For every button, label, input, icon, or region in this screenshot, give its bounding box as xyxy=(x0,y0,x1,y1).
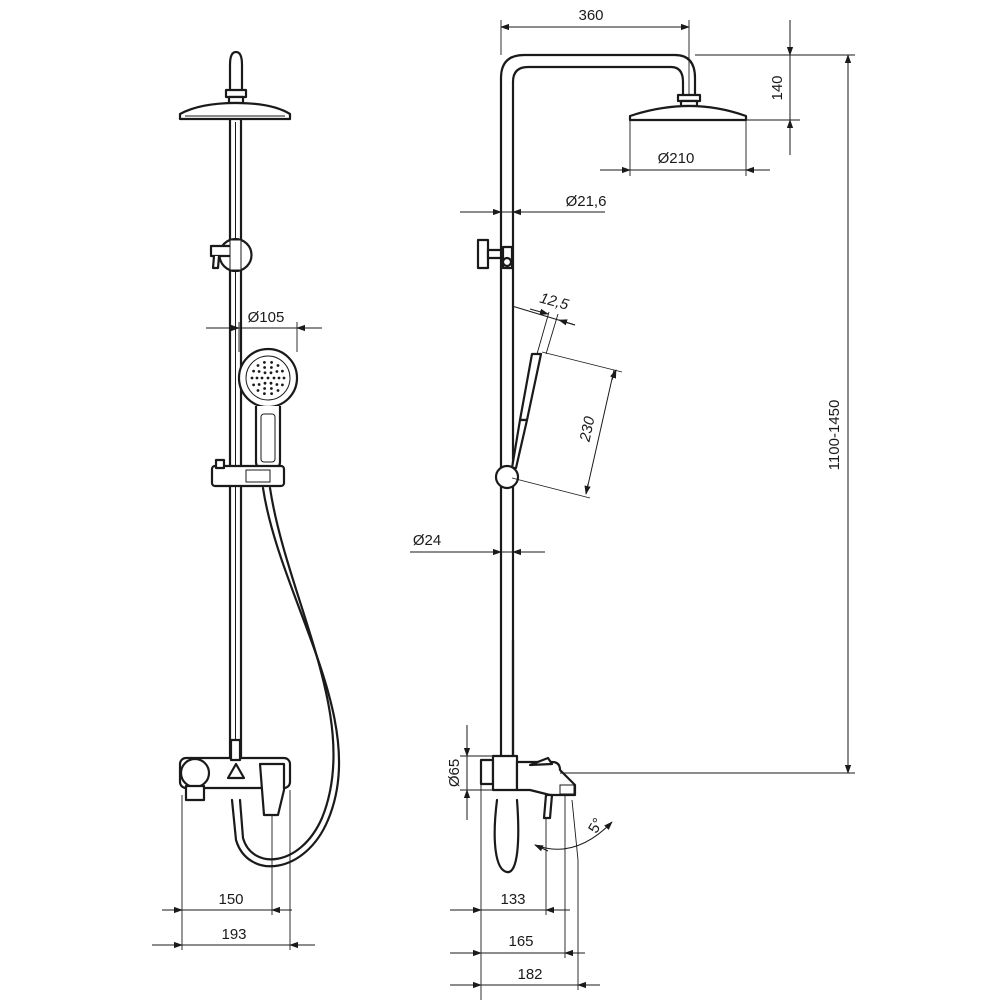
nozzle-dot xyxy=(275,383,279,386)
nozzle-dot xyxy=(260,376,264,380)
front-view: Ø105 150 193 xyxy=(152,50,341,950)
front-head-shower xyxy=(178,50,292,121)
dim-hand-shower-diameter: Ø105 xyxy=(206,309,322,352)
dim-arm-reach: 360 xyxy=(500,7,690,95)
front-mixer xyxy=(178,738,292,817)
front-slide-holder xyxy=(210,458,286,488)
dim-side-depth-3: 182 xyxy=(450,860,600,990)
dim-adjustable-height: 1100-1450 xyxy=(560,54,855,774)
label-side-depth-1: 133 xyxy=(500,891,525,908)
side-diverter-knob xyxy=(476,238,514,270)
nozzle-dot xyxy=(252,369,256,373)
nozzle-dot xyxy=(270,392,273,395)
nozzle-dot xyxy=(255,376,259,380)
label-head-shower-diameter: Ø210 xyxy=(658,150,695,167)
nozzle-dot xyxy=(252,383,256,387)
dim-lower-pipe-diameter: Ø24 xyxy=(410,532,545,556)
label-spout-angle: 5° xyxy=(585,815,607,836)
nozzle-dot xyxy=(266,376,270,380)
dim-side-depth-1: 133 xyxy=(450,784,570,1000)
front-diverter-knob xyxy=(209,237,253,273)
label-front-inner-width: 150 xyxy=(218,891,243,908)
hand-shower-nozzles xyxy=(250,361,286,395)
dim-hand-shower-length: 230 xyxy=(511,351,623,499)
dim-riser-diameter: Ø21,6 xyxy=(460,193,607,216)
nozzle-dot xyxy=(281,369,284,373)
nozzle-dot xyxy=(276,364,280,367)
dim-arm-drop: 140 xyxy=(695,20,800,155)
front-riser-rail xyxy=(228,116,243,760)
side-view: 360 140 1100-1450 Ø210 xyxy=(410,7,855,1000)
nozzle-dot xyxy=(263,392,266,395)
dim-front-inner-width: 150 xyxy=(162,795,292,915)
nozzle-dot xyxy=(256,364,260,367)
label-hand-shower-length: 230 xyxy=(576,414,598,444)
label-arm-reach: 360 xyxy=(578,7,603,24)
nozzle-dot xyxy=(275,370,279,373)
label-lower-pipe-diameter: Ø24 xyxy=(413,532,441,549)
nozzle-dot xyxy=(269,371,273,375)
dim-mixer-body-diameter: Ø65 xyxy=(446,725,493,820)
dim-front-outer-width: 193 xyxy=(152,790,315,950)
side-hose xyxy=(493,638,520,874)
front-hand-shower xyxy=(237,347,299,470)
nozzle-dot xyxy=(263,381,267,385)
front-hose xyxy=(230,486,341,868)
label-hand-shower-thickness: 12,5 xyxy=(538,290,571,314)
label-hand-shower-diameter: Ø105 xyxy=(248,309,285,326)
label-riser-diameter: Ø21,6 xyxy=(566,193,607,210)
nozzle-dot xyxy=(257,370,261,373)
nozzle-dot xyxy=(270,361,273,364)
label-arm-drop: 140 xyxy=(769,75,786,100)
nozzle-dot xyxy=(270,387,273,390)
nozzle-dot xyxy=(257,383,261,386)
side-hand-shower xyxy=(494,352,543,490)
side-mixer xyxy=(479,754,577,820)
nozzle-dot xyxy=(263,371,267,375)
nozzle-dot xyxy=(270,366,273,369)
nozzle-dot xyxy=(256,389,260,392)
nozzle-dot xyxy=(282,376,286,380)
label-side-depth-2: 165 xyxy=(508,933,533,950)
nozzle-dot xyxy=(276,389,280,392)
label-side-depth-3: 182 xyxy=(517,966,542,983)
nozzle-dot xyxy=(263,361,266,364)
dim-side-depth-2: 165 xyxy=(450,860,585,958)
label-adjustable-height: 1100-1450 xyxy=(826,400,843,471)
label-front-outer-width: 193 xyxy=(221,926,246,943)
nozzle-dot xyxy=(281,383,284,387)
side-head-shower xyxy=(628,93,748,122)
nozzle-dot xyxy=(277,376,281,380)
nozzle-dot xyxy=(263,366,266,369)
dim-head-shower-diameter: Ø210 xyxy=(600,120,770,176)
nozzle-dot xyxy=(269,381,273,385)
nozzle-dot xyxy=(263,387,266,390)
label-mixer-body-diameter: Ø65 xyxy=(446,759,463,787)
nozzle-dot xyxy=(250,376,254,380)
dim-hand-shower-thickness: 12,5 xyxy=(511,290,576,355)
side-riser-and-arm xyxy=(499,53,697,762)
nozzle-dot xyxy=(272,376,276,380)
